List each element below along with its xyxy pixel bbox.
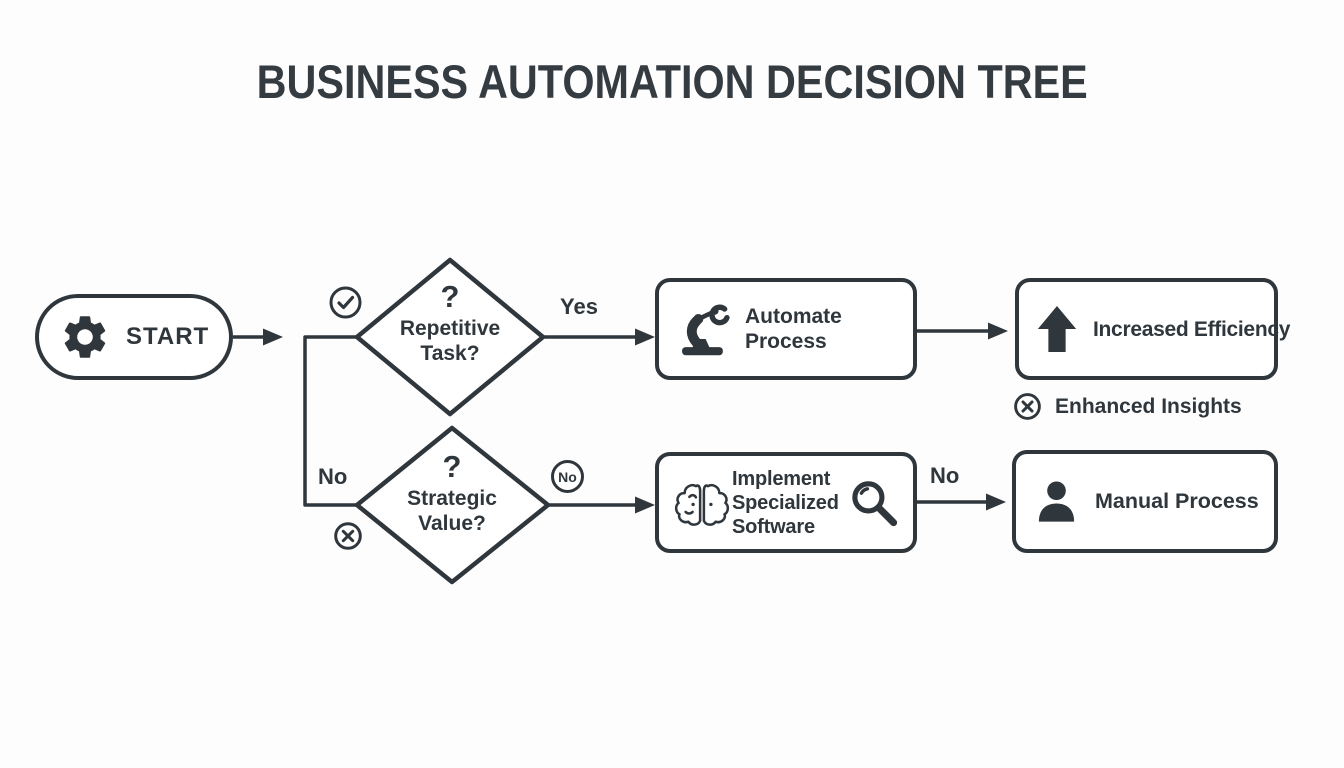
outcome-label: Increased Efficiency — [1093, 317, 1291, 341]
decision-label: Repetitive Task? — [399, 317, 501, 365]
page-title: BUSINESS AUTOMATION DECISION TREE — [256, 55, 1088, 108]
no-circle-label: No — [558, 468, 577, 485]
process-node-automate: Automate Process — [655, 278, 917, 380]
person-icon — [1038, 480, 1075, 522]
decision-label: Strategic Value? — [407, 487, 497, 535]
decision-repetitive-task: ? Repetitive Task? — [365, 279, 535, 366]
annotation-label: Enhanced Insights — [1055, 394, 1242, 418]
up-arrow-icon — [1037, 306, 1077, 352]
magnifying-glass-icon — [852, 480, 898, 526]
question-mark: ? — [440, 279, 460, 314]
x-circle-icon — [334, 522, 362, 550]
outcome-label: Manual Process — [1095, 489, 1259, 513]
outcome-node-efficiency: Increased Efficiency — [1015, 278, 1290, 380]
decision-diamond-strategic-value — [354, 425, 551, 585]
robot-arm-icon — [682, 304, 730, 356]
gear-icon — [64, 316, 106, 358]
edge-label-no-branch: No — [318, 464, 348, 489]
process-label: Implement Specialized Software — [732, 467, 839, 538]
arrowhead — [986, 493, 1006, 511]
outcome-node-manual: Manual Process — [1012, 450, 1278, 553]
process-node-implement-software: Implement Specialized Software — [655, 452, 917, 553]
x-circle-icon — [1014, 393, 1041, 420]
decision-strategic-value: ? Strategic Value? — [367, 449, 537, 536]
start-node: START — [35, 294, 233, 380]
arrowhead — [635, 328, 655, 346]
no-circle-badge: No — [551, 460, 584, 493]
check-circle-icon — [329, 286, 362, 319]
edge-label-yes: Yes — [560, 294, 598, 319]
annotation-enhanced-insights: Enhanced Insights — [1013, 392, 1242, 421]
brain-icon — [674, 483, 730, 526]
process-label: Automate Process — [745, 305, 842, 353]
arrowhead — [635, 496, 655, 514]
arrowhead — [263, 328, 283, 346]
question-mark: ? — [442, 449, 462, 484]
start-label: START — [126, 323, 210, 350]
decision-diamond-repetitive-task — [354, 257, 546, 417]
arrowhead — [988, 322, 1008, 340]
edge-label-no-to-manual: No — [930, 463, 960, 488]
